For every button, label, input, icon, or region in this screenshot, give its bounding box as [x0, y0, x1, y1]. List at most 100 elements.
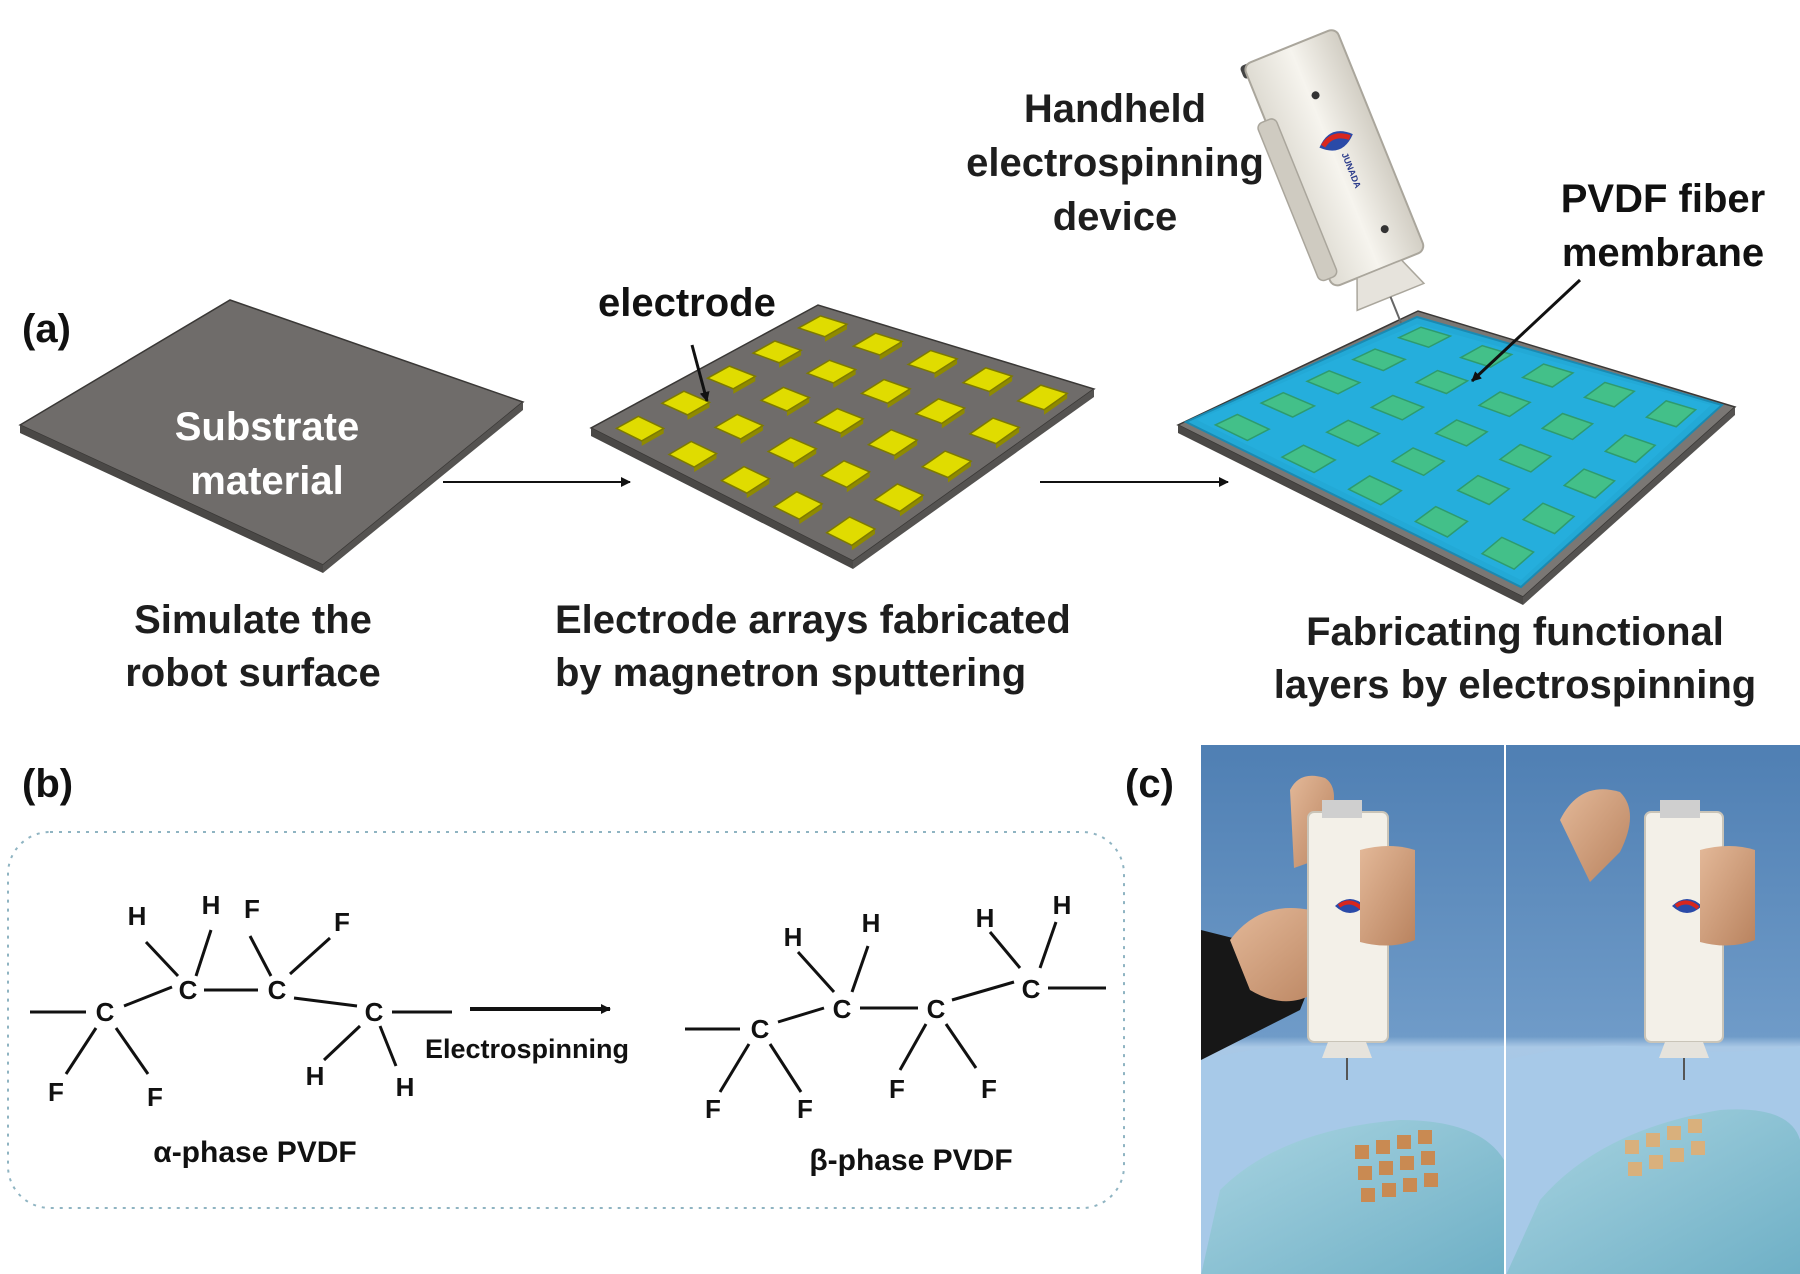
- alpha-phase-caption: α-phase PVDF: [153, 1136, 356, 1169]
- covered-electrode-pad: [1369, 394, 1426, 421]
- covered-electrode-pad: [1347, 475, 1403, 506]
- panel-c-label: (c): [1125, 762, 1174, 806]
- covered-electrode-pad: [1498, 443, 1553, 473]
- glove-electrodes-right: [1625, 1119, 1705, 1176]
- panel-b-frame: [7, 831, 1125, 1209]
- substrate-plate: [18, 299, 525, 573]
- electrode-pad: [751, 340, 803, 364]
- alpha-h1: H: [128, 901, 147, 931]
- device-photo-right: [1506, 745, 1800, 1274]
- handheld-device-image: JUNADA: [1240, 29, 1426, 324]
- electrode-pad-side: [740, 425, 763, 444]
- covered-electrode-pad: [1351, 348, 1407, 372]
- beta-c4: C: [1022, 974, 1041, 1004]
- alpha-f4: F: [334, 907, 350, 937]
- electrode-callout-arrow: [690, 344, 710, 402]
- electrode-pad-side: [786, 397, 810, 416]
- electrode-pad: [667, 440, 719, 468]
- panel-a: (a) Substrate material Simulate the robo…: [18, 29, 1765, 707]
- step1-caption-line1: Simulate the: [134, 598, 372, 642]
- electrode-pad: [772, 490, 824, 521]
- covered-electrode-pad: [1390, 447, 1446, 477]
- alpha-h3: H: [306, 1061, 325, 1091]
- device-label-line1: Handheld: [1024, 87, 1206, 131]
- alpha-c3: C: [268, 975, 287, 1005]
- electrode-callout: electrode: [598, 281, 776, 325]
- alpha-h4: H: [396, 1072, 415, 1102]
- electrode-pad: [720, 465, 771, 494]
- beta-h1: H: [784, 922, 803, 952]
- electrode-pad-side: [996, 427, 1020, 449]
- beta-f2: F: [797, 1094, 813, 1124]
- panel-c: (c): [1125, 745, 1800, 1274]
- beta-c2: C: [833, 994, 852, 1024]
- electrode-pad: [796, 315, 849, 338]
- beta-chain-atoms: C C C C F F H H F F H H: [705, 890, 1071, 1124]
- electrode-pad-side: [833, 369, 856, 388]
- covered-electrode-pad: [1305, 370, 1362, 395]
- electrode-pad-side: [641, 428, 664, 446]
- alpha-c1: C: [96, 997, 115, 1027]
- step1-caption-line2: robot surface: [125, 651, 381, 695]
- electrode-pad: [819, 459, 872, 489]
- electrode-plate: [589, 304, 1096, 569]
- step3-caption-line1: Fabricating functional: [1306, 610, 1724, 654]
- electrode-pad-side: [879, 341, 902, 360]
- electrode-pad: [906, 349, 959, 375]
- electrode-pad-side: [793, 448, 817, 469]
- covered-electrode-pad: [1259, 391, 1317, 418]
- electrode-pad: [614, 415, 666, 442]
- electrode-pad-side: [799, 503, 823, 525]
- electrode-pad-side: [824, 324, 847, 342]
- membrane-callout-arrow: [1470, 278, 1582, 383]
- electrode-pad: [813, 407, 865, 434]
- electrode-pad: [766, 436, 818, 464]
- electrode-pad-side: [694, 453, 717, 473]
- electrode-pad: [713, 413, 765, 440]
- step2-caption-line1: Electrode arrays fabricated: [555, 598, 1071, 642]
- panel-b: (b) C C C C F F H H F F: [7, 762, 1125, 1209]
- covered-electrode-pad: [1396, 326, 1453, 349]
- membrane-plate: [1176, 310, 1737, 605]
- electrode-pad-side: [733, 376, 756, 394]
- covered-electrode-pad: [1582, 381, 1636, 408]
- electrode-pad: [968, 417, 1021, 445]
- beta-f1: F: [705, 1094, 721, 1124]
- electrode-pad-side: [947, 461, 972, 483]
- electrode-pad: [1016, 384, 1069, 411]
- electrode-pad-side: [851, 529, 875, 551]
- alpha-f2: F: [147, 1082, 163, 1112]
- electrode-pad: [705, 365, 758, 390]
- covered-electrode-pad: [1480, 536, 1535, 571]
- panel-a-label: (a): [22, 307, 71, 351]
- covered-electrode-pad: [1603, 434, 1657, 464]
- electrode-pad: [859, 378, 912, 405]
- covered-electrode-pad: [1213, 413, 1271, 442]
- electrode-pad-side: [941, 408, 965, 429]
- device-label-line3: device: [1053, 195, 1178, 239]
- covered-electrode-pad: [1434, 419, 1489, 447]
- panel-b-label: (b): [22, 762, 73, 806]
- electrode-pad-side: [899, 495, 923, 517]
- electrode-pad: [866, 428, 919, 457]
- beta-f3: F: [889, 1074, 905, 1104]
- alpha-c4: C: [365, 997, 384, 1027]
- covered-electrode-pad: [1477, 391, 1532, 418]
- electrode-pad: [914, 397, 967, 425]
- covered-electrode-pad: [1456, 474, 1511, 506]
- electrode-pad-side: [989, 376, 1013, 397]
- alpha-chain-bonds: [30, 929, 452, 1075]
- electrode-pad: [872, 483, 925, 513]
- beta-c1: C: [751, 1014, 770, 1044]
- electrode-pad: [825, 516, 877, 547]
- electrode-pad: [961, 367, 1014, 393]
- covered-electrode-pad: [1562, 468, 1617, 499]
- covered-electrode-pad: [1540, 412, 1595, 441]
- alpha-chain-atoms: C C C C F F H H F F H H: [48, 890, 414, 1112]
- electrode-pad-side: [746, 478, 770, 499]
- substrate-text-line2: material: [190, 459, 343, 503]
- beta-f4: F: [981, 1074, 997, 1104]
- electrode-pad: [920, 450, 973, 479]
- beta-h2: H: [862, 908, 881, 938]
